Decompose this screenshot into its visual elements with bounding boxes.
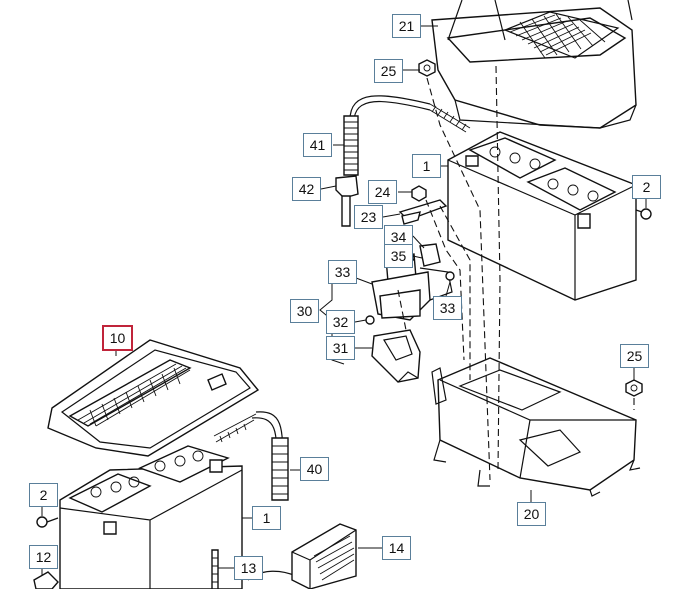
callout-13: 13 <box>234 556 263 580</box>
callout-24: 24 <box>368 180 397 204</box>
callout-23: 23 <box>354 205 383 229</box>
screw-2-right <box>635 208 652 220</box>
battery-lower-part <box>59 445 243 589</box>
callout-30: 30 <box>290 299 319 323</box>
battery-cover-10-part <box>47 339 260 457</box>
callout-25-top: 25 <box>374 59 403 83</box>
bracket-23-part <box>398 185 448 225</box>
callout-25-right: 25 <box>620 344 649 368</box>
callout-20: 20 <box>517 502 546 526</box>
callout-14: 14 <box>382 536 411 560</box>
callout-2-left: 2 <box>29 483 58 507</box>
control-unit-14-part <box>291 523 357 589</box>
callout-32: 32 <box>326 310 355 334</box>
callout-12: 12 <box>29 545 58 569</box>
callout-1-lower: 1 <box>252 506 281 530</box>
battery-cover-top-part <box>431 0 637 129</box>
callout-40: 40 <box>300 457 329 481</box>
callout-33-right: 33 <box>433 296 462 320</box>
assembly-lines <box>397 65 635 481</box>
battery-tray-part <box>431 357 641 497</box>
cable-40-part <box>213 411 289 501</box>
connector-42-part <box>335 175 359 227</box>
callout-42: 42 <box>292 177 321 201</box>
nut-25-top <box>418 59 436 77</box>
nut-25-right <box>625 379 643 397</box>
callout-2-right: 2 <box>632 175 661 199</box>
clamp-12-part <box>33 571 59 589</box>
screw-2-left <box>36 516 59 528</box>
battery-upper-part <box>447 131 637 301</box>
callout-33-left: 33 <box>328 260 357 284</box>
callout-31: 31 <box>326 336 355 360</box>
cable-41-part <box>343 95 471 176</box>
holder-31-part <box>371 329 421 383</box>
callout-41: 41 <box>303 133 332 157</box>
callout-35: 35 <box>384 244 413 268</box>
callout-10: 10 <box>102 325 133 351</box>
callout-1-upper: 1 <box>412 154 441 178</box>
callout-21: 21 <box>392 14 421 38</box>
